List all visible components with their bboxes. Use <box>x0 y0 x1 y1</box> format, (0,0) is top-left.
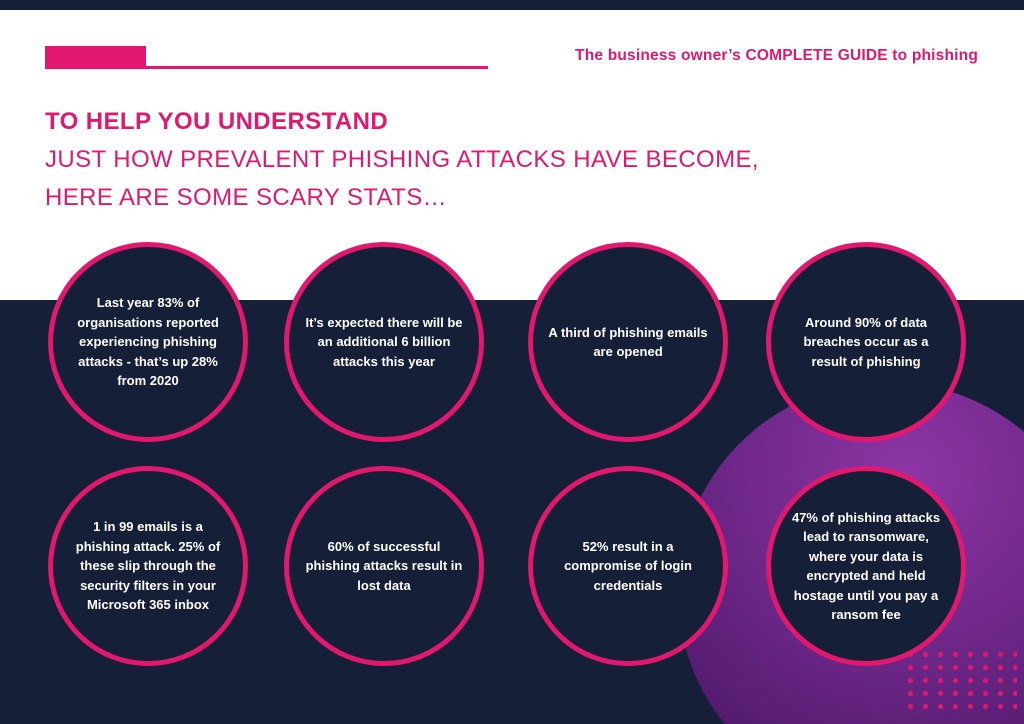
accent-block <box>45 46 146 68</box>
stat-circle: 47% of phishing attacks lead to ransomwa… <box>766 466 966 666</box>
top-strip <box>0 0 1024 10</box>
stat-text: 47% of phishing attacks lead to ransomwa… <box>791 509 941 623</box>
intro-line-2: JUST HOW PREVALENT PHISHING ATTACKS HAVE… <box>45 146 759 173</box>
stat-text: Around 90% of data breaches occur as a r… <box>803 314 929 369</box>
stat-text: A third of phishing emails are opened <box>548 324 708 360</box>
accent-line <box>45 66 488 69</box>
stat-circle: It’s expected there will be an additiona… <box>284 242 484 442</box>
intro-line-1: TO HELP YOU UNDERSTAND <box>45 108 389 135</box>
stat-circle: Last year 83% of organisations reported … <box>48 242 248 442</box>
intro-heading: TO HELP YOU UNDERSTAND JUST HOW PREVALEN… <box>45 103 759 217</box>
stat-text: It’s expected there will be an additiona… <box>305 314 463 369</box>
stat-text: 1 in 99 emails is a phishing attack. 25%… <box>75 519 221 613</box>
guide-title: The business owner’s COMPLETE GUIDE to p… <box>575 47 978 64</box>
stat-circle: 1 in 99 emails is a phishing attack. 25%… <box>48 466 248 666</box>
stat-circle: A third of phishing emails are opened <box>528 242 728 442</box>
stat-text: 60% of successful phishing attacks resul… <box>305 538 463 593</box>
intro-line-3: HERE ARE SOME SCARY STATS… <box>45 184 448 211</box>
dot-pattern <box>901 646 1017 712</box>
stat-text: Last year 83% of organisations reported … <box>77 295 219 389</box>
stat-circle: Around 90% of data breaches occur as a r… <box>766 242 966 442</box>
stat-text: 52% result in a compromise of login cred… <box>564 538 692 593</box>
stat-circle: 60% of successful phishing attacks resul… <box>284 466 484 666</box>
stat-circle: 52% result in a compromise of login cred… <box>528 466 728 666</box>
